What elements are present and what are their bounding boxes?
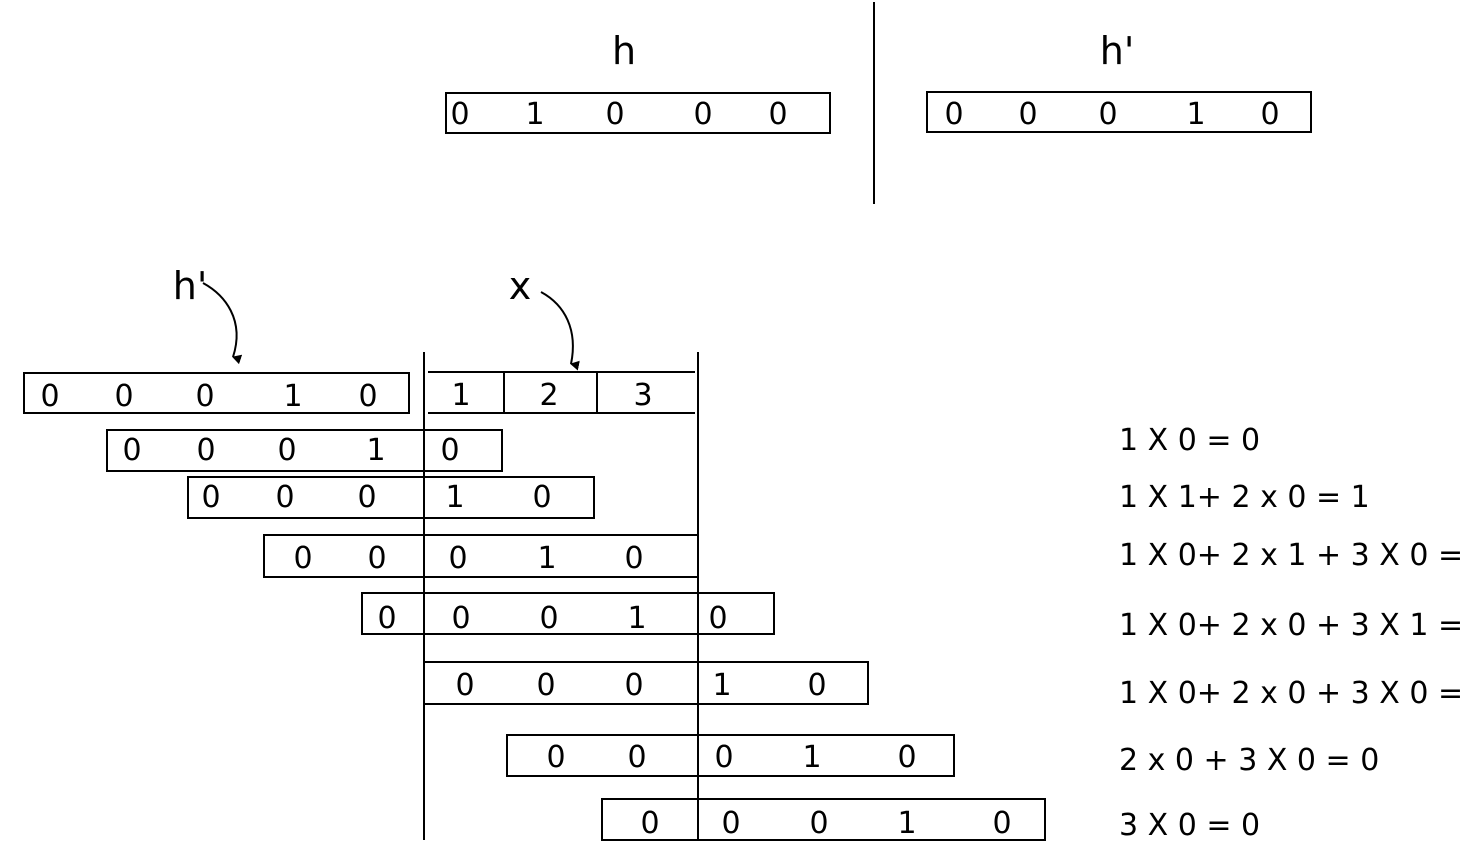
step-equation: 1 X 0 = 0 <box>1119 423 1260 458</box>
convolution-section: h' x 1 2 3 0 0 0 1 0 0 0 0 1 0 1 X 0 = 0 0 0 0 1 0 1 X 1+… <box>23 264 1460 843</box>
step-kernel-cell: 0 <box>122 433 141 468</box>
step-kernel-cell: 0 <box>532 480 551 515</box>
initial-kernel-cell: 1 <box>283 379 302 414</box>
flipped-kernel-cell: 0 <box>1260 97 1279 132</box>
top-section: h 0 1 0 0 0 h' 0 0 0 1 0 <box>445 2 1312 204</box>
step-kernel-box <box>263 534 699 578</box>
flipped-kernel-cell: 0 <box>1098 97 1117 132</box>
step-kernel-box <box>423 661 869 705</box>
step-kernel-cell: 0 <box>201 480 220 515</box>
step-kernel-cell: 0 <box>277 433 296 468</box>
initial-kernel-box <box>23 372 410 414</box>
step-kernel-cell: 1 <box>802 740 821 775</box>
convolution-step: 0 0 0 1 0 1 X 0+ 2 x 0 + 3 X 0 = 0 <box>423 661 1460 711</box>
input-cell: 1 <box>451 378 470 413</box>
initial-kernel-cell: 0 <box>40 379 59 414</box>
step-kernel-cell: 0 <box>293 541 312 576</box>
step-kernel-cell: 0 <box>624 541 643 576</box>
convolution-step: 0 0 0 1 0 1 X 0 = 0 <box>106 423 1260 472</box>
input-cell: 2 <box>539 378 558 413</box>
kernel-cell: 0 <box>768 97 787 132</box>
input-pointer-label: x <box>509 264 532 308</box>
step-kernel-cell: 0 <box>809 806 828 841</box>
initial-kernel-cell: 0 <box>358 379 377 414</box>
step-kernel-cell: 0 <box>357 480 376 515</box>
step-kernel-cell: 1 <box>445 480 464 515</box>
step-equation: 2 x 0 + 3 X 0 = 0 <box>1119 743 1379 778</box>
kernel-cell: 1 <box>525 97 544 132</box>
flipped-kernel-cell: 0 <box>944 97 963 132</box>
step-kernel-cell: 0 <box>275 480 294 515</box>
convolution-step: 0 0 0 1 0 1 X 1+ 2 x 0 = 1 <box>187 476 1370 519</box>
step-kernel-cell: 0 <box>708 601 727 636</box>
flipped-kernel-cell: 0 <box>1018 97 1037 132</box>
step-kernel-box <box>601 798 1046 841</box>
step-kernel-cell: 0 <box>721 806 740 841</box>
step-equation: 1 X 0+ 2 x 0 + 3 X 0 = 0 <box>1119 676 1460 711</box>
step-kernel-cell: 1 <box>537 541 556 576</box>
step-equation: 3 X 0 = 0 <box>1119 808 1260 843</box>
kernel-pointer-arrow <box>202 282 243 365</box>
convolution-step: 0 0 0 1 0 1 X 0+ 2 x 0 + 3 X 1 = 3 <box>361 592 1460 643</box>
kernel-title: h <box>612 29 636 73</box>
step-equation: 1 X 0+ 2 x 1 + 3 X 0 = 2 <box>1119 538 1460 573</box>
initial-kernel-cell: 0 <box>114 379 133 414</box>
step-kernel-cell: 0 <box>196 433 215 468</box>
step-kernel-cell: 0 <box>546 740 565 775</box>
step-kernel-cell: 0 <box>377 601 396 636</box>
step-kernel-cell: 0 <box>640 806 659 841</box>
step-kernel-box <box>506 734 955 777</box>
step-kernel-cell: 1 <box>627 601 646 636</box>
input-pointer-arrow <box>540 291 580 371</box>
convolution-step: 0 0 0 1 0 3 X 0 = 0 <box>601 798 1260 843</box>
initial-kernel-cell: 0 <box>195 379 214 414</box>
step-kernel-box <box>187 476 595 519</box>
step-equation: 1 X 1+ 2 x 0 = 1 <box>1119 480 1370 515</box>
step-kernel-cell: 0 <box>992 806 1011 841</box>
step-kernel-cell: 0 <box>455 668 474 703</box>
flipped-kernel-box <box>926 91 1312 133</box>
step-kernel-cell: 0 <box>624 668 643 703</box>
step-kernel-cell: 0 <box>539 601 558 636</box>
kernel-cell: 0 <box>605 97 624 132</box>
step-equation: 1 X 0+ 2 x 0 + 3 X 1 = 3 <box>1119 608 1460 643</box>
convolution-step: 0 0 0 1 0 1 X 0+ 2 x 1 + 3 X 0 = 2 <box>263 534 1460 578</box>
kernel-box <box>445 92 831 134</box>
input-cell: 3 <box>633 378 652 413</box>
step-kernel-cell: 0 <box>367 541 386 576</box>
step-kernel-cell: 0 <box>714 740 733 775</box>
step-kernel-cell: 1 <box>897 806 916 841</box>
step-kernel-cell: 0 <box>536 668 555 703</box>
flipped-kernel-cell: 1 <box>1186 97 1205 132</box>
kernel-cell: 0 <box>450 97 469 132</box>
initial-kernel-cells: 0 0 0 1 0 <box>40 379 377 414</box>
step-kernel-cell: 0 <box>451 601 470 636</box>
step-kernel-cell: 0 <box>448 541 467 576</box>
step-kernel-cell: 0 <box>627 740 646 775</box>
input-signal: 1 2 3 <box>428 371 695 414</box>
step-kernel-cell: 1 <box>712 668 731 703</box>
step-kernel-cell: 0 <box>897 740 916 775</box>
kernel-cells: 0 1 0 0 0 <box>450 97 787 132</box>
step-kernel-box <box>361 592 775 635</box>
flipped-kernel-cells: 0 0 0 1 0 <box>944 97 1279 132</box>
step-kernel-cell: 0 <box>440 433 459 468</box>
kernel-cell: 0 <box>693 97 712 132</box>
step-kernel-cell: 1 <box>366 433 385 468</box>
step-kernel-box <box>106 429 503 472</box>
convolution-step: 0 0 0 1 0 2 x 0 + 3 X 0 = 0 <box>506 734 1379 778</box>
kernel-pointer-label: h' <box>173 264 208 308</box>
flipped-kernel-title: h' <box>1100 29 1135 73</box>
step-kernel-cell: 0 <box>807 668 826 703</box>
